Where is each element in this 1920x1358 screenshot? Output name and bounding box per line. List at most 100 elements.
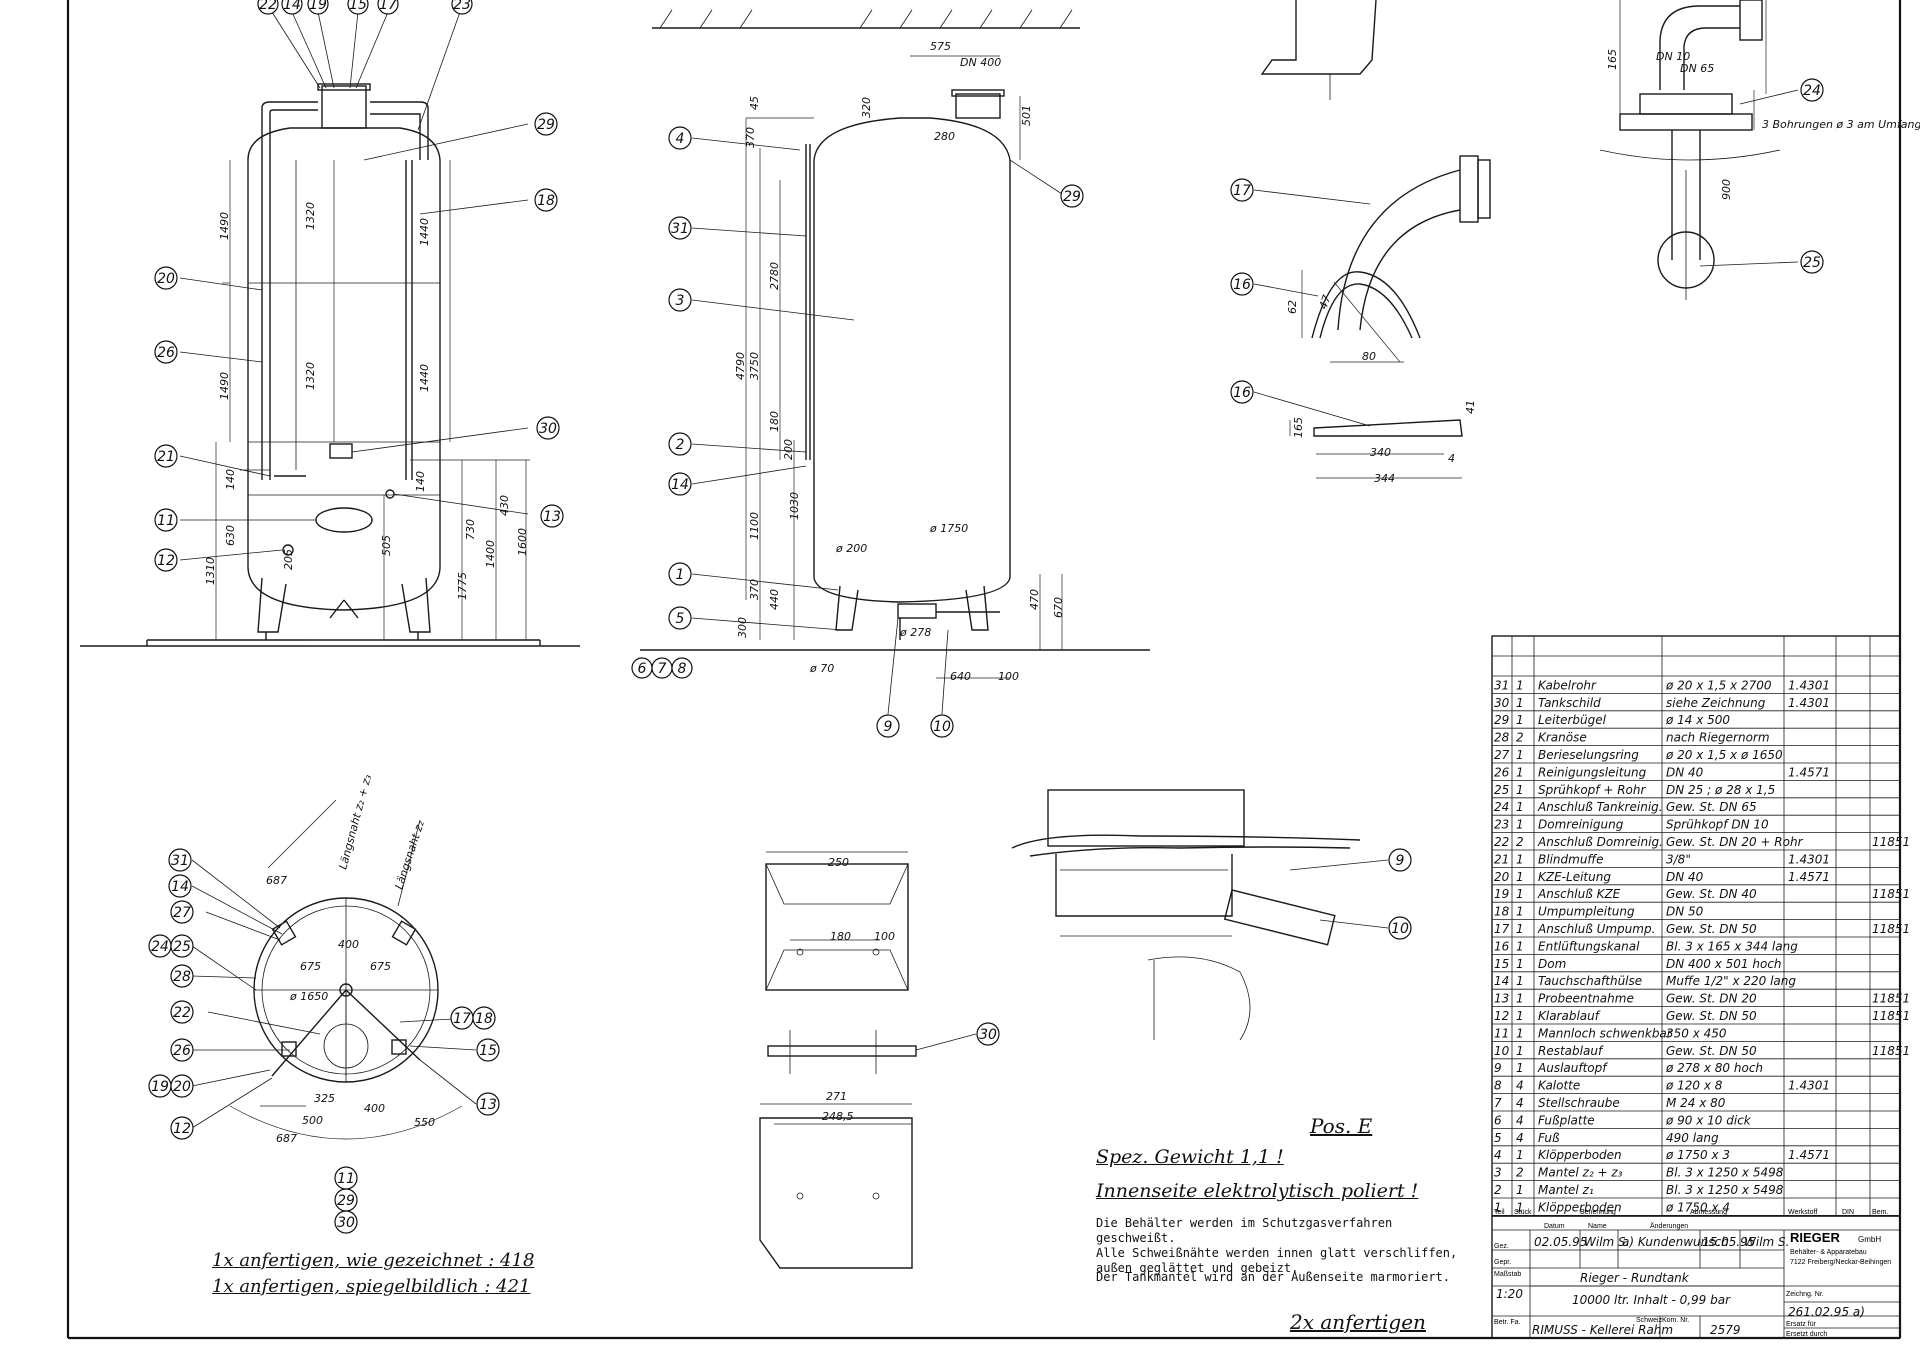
dim-340: 340 — [1370, 446, 1391, 459]
dim-3750: 3750 — [748, 352, 761, 380]
dim-200: 200 — [782, 439, 795, 460]
dim-45: 45 — [748, 96, 761, 110]
parts-cell: 1 — [1516, 1009, 1524, 1023]
label-aenderungen: Änderungen — [1650, 1222, 1688, 1230]
parts-cell: 5 — [1494, 1131, 1502, 1145]
callout-30: 30 — [539, 421, 557, 437]
parts-cell: 1 — [1516, 905, 1524, 919]
label-massstab: Maßstab — [1494, 1271, 1521, 1278]
parts-cell: Entlüftungskanal — [1538, 939, 1640, 953]
parts-cell: 490 lang — [1666, 1131, 1719, 1145]
callout-26-top: 26 — [173, 1043, 191, 1059]
parts-cell: 20 — [1494, 870, 1510, 884]
parts-cell: 1 — [1516, 818, 1524, 832]
dim-d1650: ø 1650 — [289, 990, 328, 1003]
parts-cell: 1.4571 — [1788, 1148, 1830, 1162]
parts-cell: ø 90 x 10 dick — [1665, 1113, 1752, 1127]
note-qty-2: 1x anfertigen, spiegelbildlich : 421 — [212, 1276, 531, 1297]
parts-cell: 9 — [1494, 1061, 1502, 1075]
parts-cell: Auslauftopf — [1537, 1061, 1608, 1075]
svg-text:1600: 1600 — [516, 528, 529, 556]
parts-cell: 11851 — [1872, 835, 1910, 849]
front-view: 1490 1320 1440 1490 1320 1440 140 630 13… — [80, 83, 580, 647]
callout-18-top: 18 — [475, 1011, 493, 1027]
dim-dn10: DN 10 — [1656, 50, 1690, 63]
parts-cell: 1 — [1516, 783, 1524, 797]
detail-pos-e: 9 10 — [1011, 789, 1412, 1041]
svg-text:630: 630 — [224, 525, 237, 546]
parts-cell: Anschluß Domreinig. — [1537, 835, 1663, 849]
callout-16-detail-b: 16 — [1233, 385, 1251, 401]
parts-cell: Gew. St. DN 40 — [1666, 887, 1757, 901]
dim-dn400: DN 400 — [960, 56, 1001, 69]
dim-550: 550 — [414, 1116, 435, 1129]
label-gez: Gez. — [1494, 1243, 1509, 1250]
parts-cell: 8 — [1494, 1079, 1502, 1093]
parts-cell: 2 — [1516, 835, 1524, 849]
parts-cell: Gew. St. DN 20 — [1666, 992, 1757, 1006]
top-view: 687 675 675 400 ø 1650 325 500 400 550 6… — [229, 773, 463, 1145]
detail-17-16: 62 47 80 340 344 165 41 4 17 16 16 — [1230, 0, 1491, 485]
callout-5: 5 — [676, 611, 685, 627]
parts-cell: 4 — [1516, 1079, 1524, 1093]
parts-cell: 1 — [1516, 1026, 1524, 1040]
parts-cell: Blindmuffe — [1538, 852, 1603, 866]
title-change-name: Wilm S. — [1744, 1235, 1789, 1249]
dim-320: 320 — [860, 97, 873, 118]
parts-cell: 11851 — [1872, 922, 1910, 936]
note-qty-1: 1x anfertigen, wie gezeichnet : 418 — [212, 1250, 535, 1271]
dim-370-top: 370 — [744, 127, 757, 148]
parts-cell: Bl. 3 x 1250 x 5498 — [1666, 1166, 1784, 1180]
parts-cell: Bl. 3 x 1250 x 5498 — [1666, 1183, 1784, 1197]
label-datum: Datum — [1544, 1223, 1565, 1230]
callout-9: 9 — [884, 719, 893, 735]
callout-11-top: 11 — [337, 1171, 355, 1187]
parts-header-cell: Stück — [1514, 1209, 1532, 1216]
parts-cell: Klöpperboden — [1538, 1200, 1622, 1214]
parts-cell: 11851 — [1872, 1009, 1910, 1023]
parts-cell: 1 — [1494, 1200, 1502, 1214]
parts-cell: 30 — [1494, 696, 1510, 710]
callout-19-top: 19 — [151, 1079, 169, 1095]
callout-9-detail: 9 — [1396, 853, 1405, 869]
callout-2: 2 — [676, 437, 685, 453]
label-name: Name — [1588, 1223, 1607, 1230]
callout-4: 4 — [676, 131, 685, 147]
callout-14: 14 — [283, 0, 301, 13]
callout-30-detail: 30 — [979, 1027, 997, 1043]
svg-text:1320: 1320 — [304, 202, 317, 230]
parts-cell: 1 — [1516, 1200, 1524, 1214]
callout-22: 22 — [259, 0, 277, 13]
parts-cell: Gew. St. DN 65 — [1666, 800, 1757, 814]
dim-47: 47 — [1317, 293, 1334, 311]
parts-header-cell: Teil — [1494, 1209, 1505, 1216]
side-view-callouts: 4 31 3 2 14 1 5 6 7 8 29 9 10 — [631, 126, 1084, 738]
parts-cell: 11851 — [1872, 992, 1910, 1006]
parts-cell: 1 — [1516, 765, 1524, 779]
callout-23: 23 — [453, 0, 471, 13]
parts-header-cell: DIN — [1842, 1209, 1854, 1216]
dim-325: 325 — [314, 1092, 335, 1105]
parts-cell: 1.4301 — [1788, 678, 1830, 692]
parts-cell: M 24 x 80 — [1666, 1096, 1726, 1110]
parts-cell: 1 — [1516, 852, 1524, 866]
label-zeichnr: Zeichng. Nr. — [1786, 1291, 1824, 1298]
callout-31: 31 — [671, 221, 689, 237]
parts-cell: 1 — [1516, 678, 1524, 692]
parts-cell: Tauchschafthülse — [1538, 974, 1642, 988]
dim-271: 271 — [826, 1090, 847, 1103]
dim-2780: 2780 — [768, 262, 781, 290]
svg-text:1310: 1310 — [204, 557, 217, 585]
callout-7: 7 — [658, 661, 667, 677]
parts-cell: 1 — [1516, 974, 1524, 988]
callout-15-top: 15 — [479, 1043, 497, 1059]
callout-14-side: 14 — [671, 477, 689, 493]
dim-250: 250 — [828, 856, 849, 869]
parts-cell: 11851 — [1872, 887, 1910, 901]
top-view-callouts: 31 14 27 24 25 28 22 26 19 20 12 11 29 3… — [148, 848, 500, 1234]
parts-cell: 4 — [1516, 1096, 1524, 1110]
title-line-1: Rieger - Rundtank — [1580, 1271, 1690, 1285]
parts-cell: 1 — [1516, 1183, 1524, 1197]
parts-cell: 1 — [1516, 992, 1524, 1006]
parts-cell: ø 20 x 1,5 x 2700 — [1665, 678, 1772, 692]
